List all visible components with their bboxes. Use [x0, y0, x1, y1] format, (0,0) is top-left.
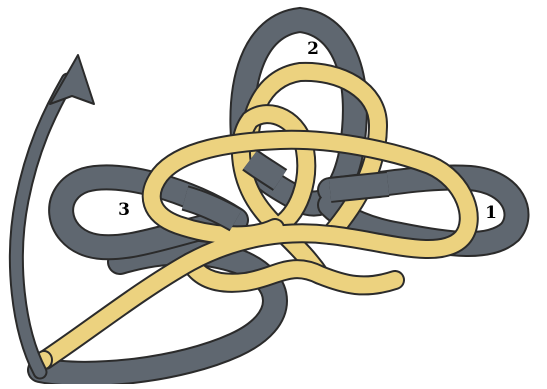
loop-label-3: 3 — [118, 200, 130, 220]
loop-label-2: 2 — [307, 39, 319, 59]
loop-label-1: 1 — [485, 203, 497, 223]
